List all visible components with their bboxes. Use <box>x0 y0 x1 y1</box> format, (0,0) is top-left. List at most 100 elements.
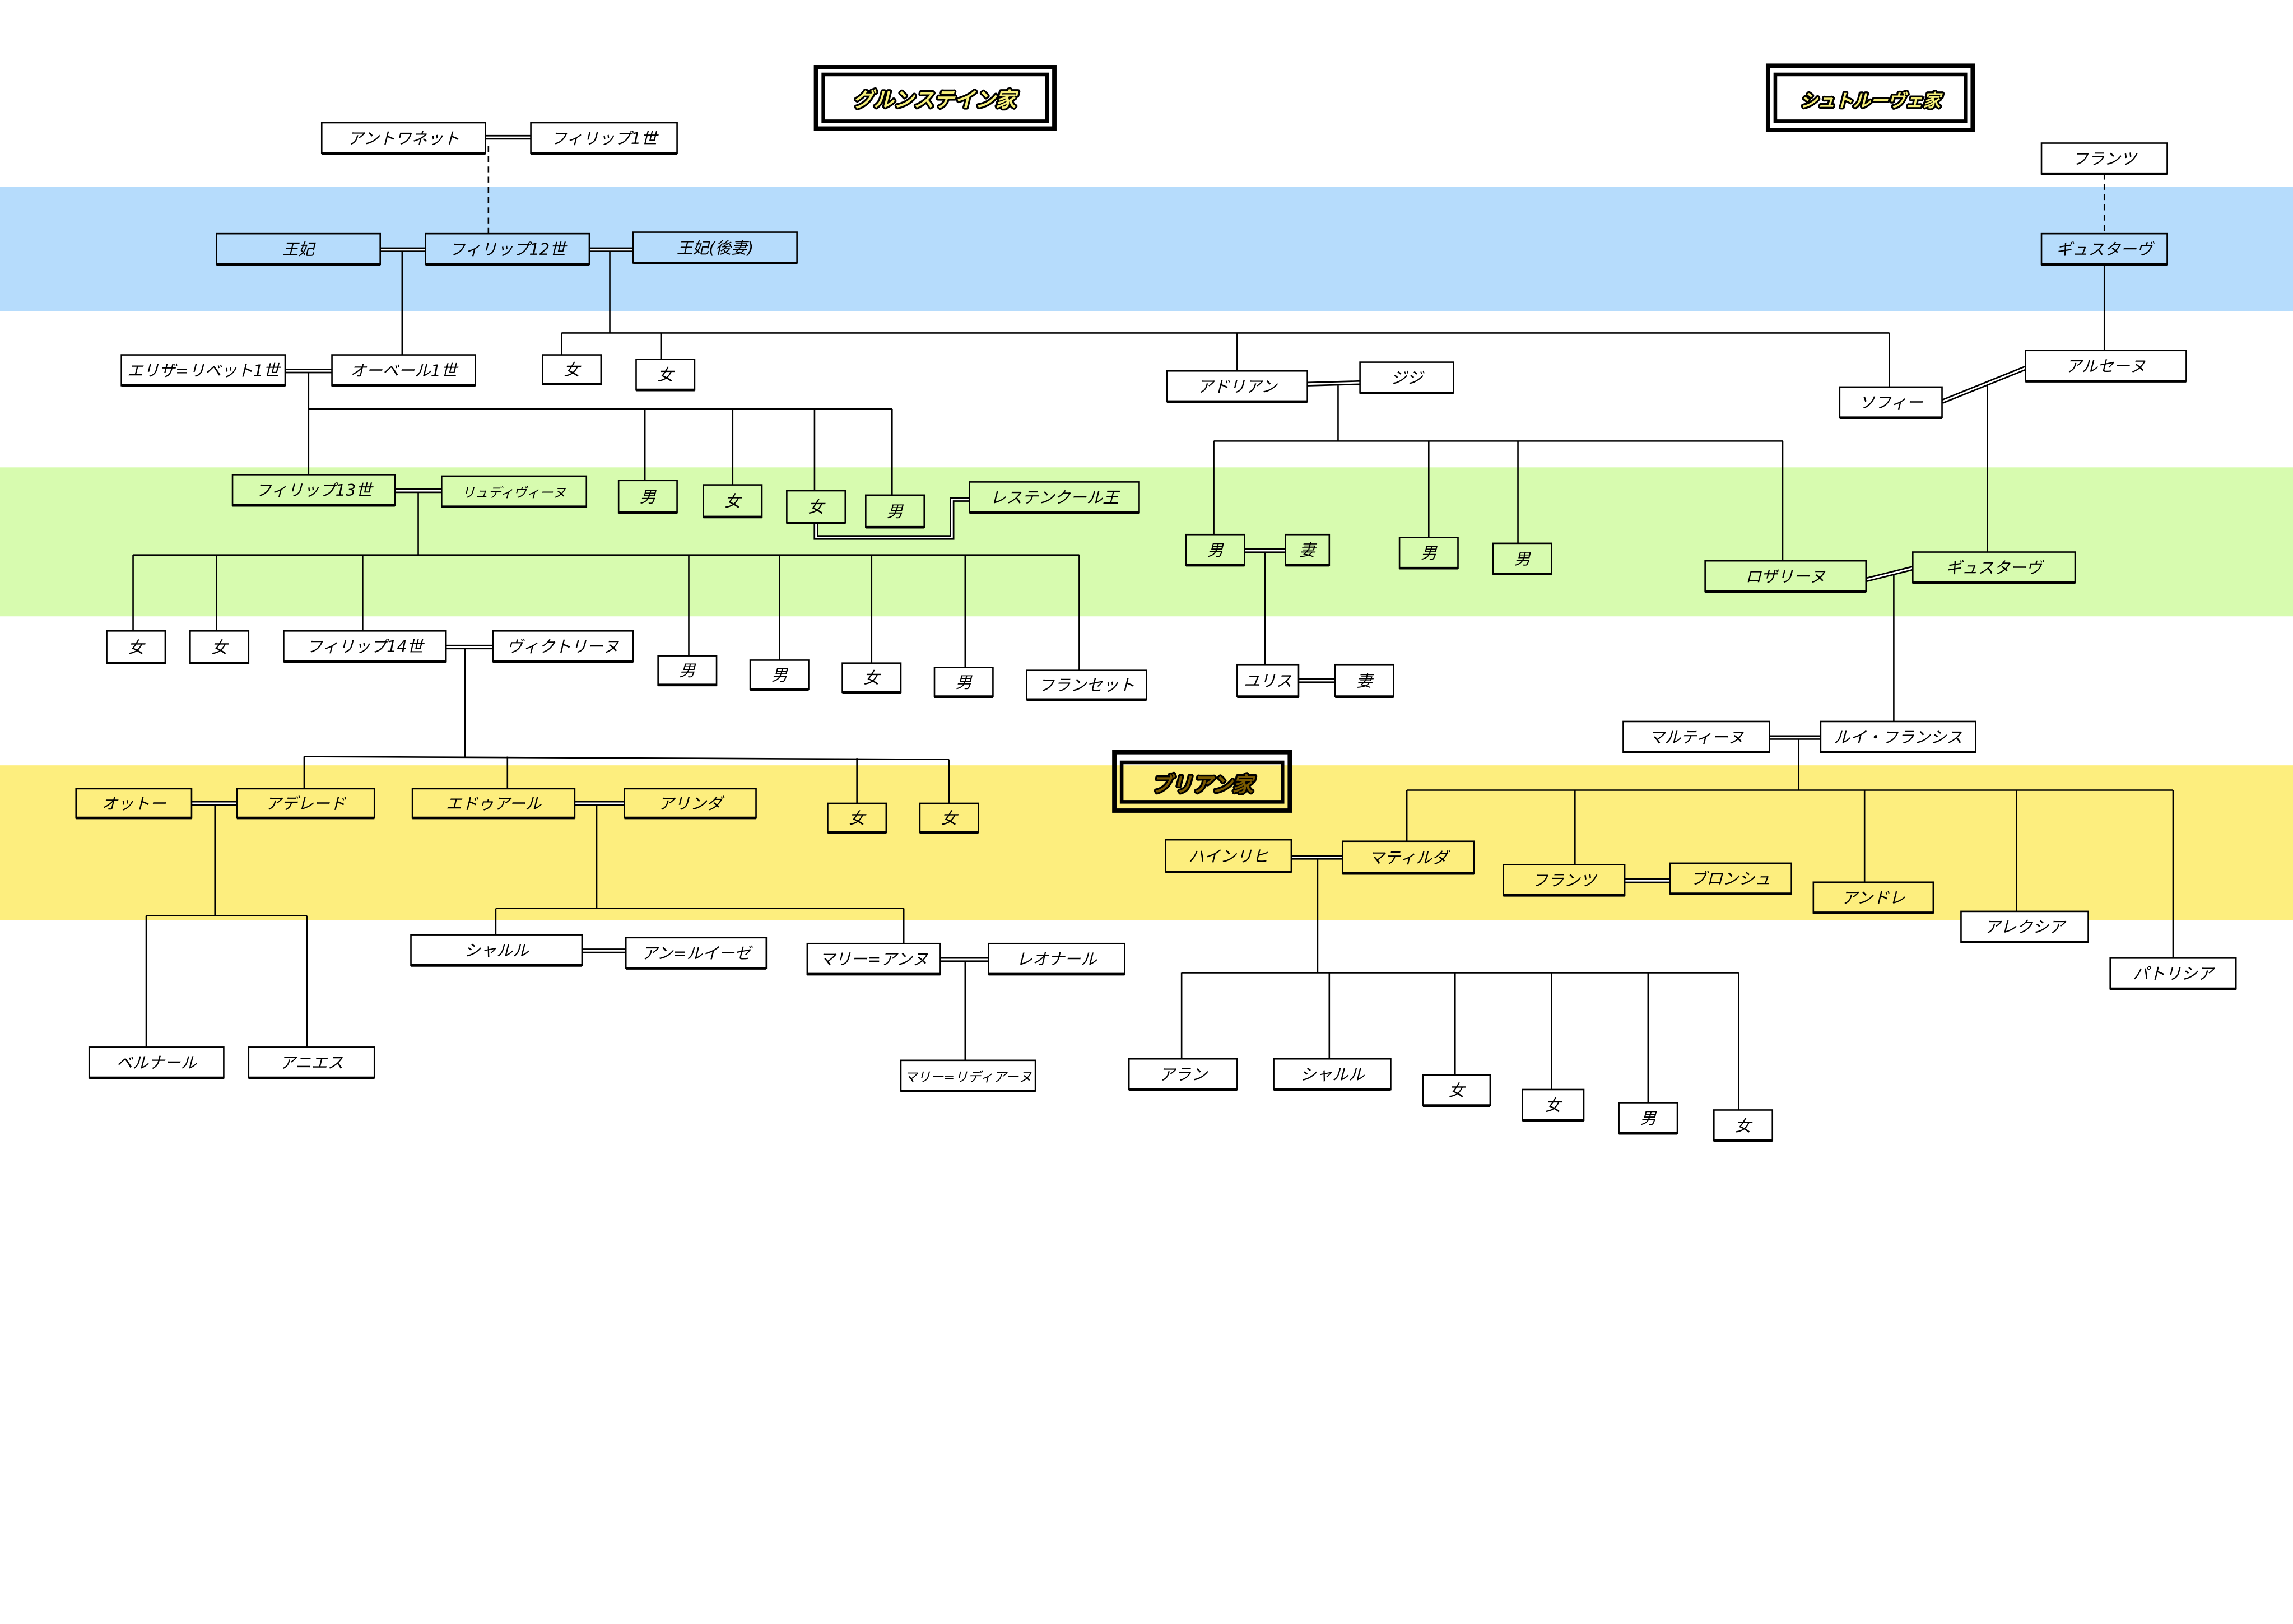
person-box <box>657 655 718 686</box>
person-node-elisabeth1[interactable]: エリザ=リベット1世 <box>120 354 286 387</box>
person-name: アン=ルイーゼ <box>641 944 753 963</box>
person-node-andre[interactable]: アンドレ <box>1812 881 1934 914</box>
person-name: 妻 <box>1356 671 1374 690</box>
person-node-sophie[interactable]: ソフィー <box>1839 386 1943 420</box>
person-node-a-d2[interactable]: 女 <box>786 490 846 524</box>
person-name: 王妃 <box>282 240 317 259</box>
person-name: 男 <box>680 661 696 680</box>
person-node-francette[interactable]: フランセット <box>1026 669 1147 701</box>
person-node-mathilda[interactable]: マティルダ <box>1341 840 1475 875</box>
person-node-philippe13[interactable]: フィリップ13世 <box>231 474 396 507</box>
person-box <box>1026 669 1147 701</box>
person-node-gustave2[interactable]: ギュスターヴ <box>1912 551 2076 584</box>
person-node-bernard[interactable]: ベルナール <box>88 1046 225 1079</box>
person-box <box>1341 840 1475 874</box>
person-node-queen1[interactable]: 王妃 <box>216 232 381 266</box>
person-name: 男 <box>887 502 904 521</box>
person-node-p13-s1[interactable]: 男 <box>657 655 718 687</box>
person-node-adelaide[interactable]: アデレード <box>236 788 375 820</box>
person-name: レステンクール王 <box>990 488 1120 507</box>
house-title-struve: シュトルーヴェ家 <box>1765 63 1975 132</box>
person-name: ハインリヒ <box>1188 846 1268 865</box>
person-box <box>919 802 979 834</box>
person-node-franz-b[interactable]: フランツ <box>1503 864 1626 897</box>
person-node-anne-louise[interactable]: アン=ルイーゼ <box>625 937 768 970</box>
person-node-louis-francis[interactable]: ルイ・フランシス <box>1820 720 1976 754</box>
person-node-p13-d3[interactable]: 女 <box>841 662 902 694</box>
person-name: 女 <box>863 668 881 687</box>
person-node-arinda[interactable]: アリンダ <box>624 788 757 820</box>
person-node-alexia[interactable]: アレクシア <box>1960 910 2089 943</box>
person-node-philippe12[interactable]: フィリップ12世 <box>425 232 590 266</box>
person-node-p13-d2[interactable]: 女 <box>189 630 250 665</box>
person-node-p14-d1[interactable]: 女 <box>827 802 887 834</box>
person-node-antoinette[interactable]: アントワネット <box>320 122 486 155</box>
person-node-h-s1[interactable]: 男 <box>1618 1102 1678 1135</box>
person-node-gigi[interactable]: ジジ <box>1359 361 1454 394</box>
person-node-p13-s2[interactable]: 男 <box>749 659 810 691</box>
person-node-lestencourt[interactable]: レステンクール王 <box>969 481 1140 514</box>
person-node-h-d1[interactable]: 女 <box>1422 1074 1491 1108</box>
person-box <box>283 630 447 663</box>
person-node-ludivine[interactable]: リュディヴィーヌ <box>441 475 588 509</box>
person-node-ad-s1[interactable]: 男 <box>1185 533 1245 567</box>
person-node-ad-s2[interactable]: 男 <box>1398 537 1459 570</box>
person-node-heinrich[interactable]: ハインリヒ <box>1165 839 1292 873</box>
person-node-a-s1[interactable]: 男 <box>617 480 678 514</box>
person-node-agnes[interactable]: アニエス <box>248 1046 375 1079</box>
person-node-ad-s1-wife[interactable]: 妻 <box>1285 533 1331 567</box>
person-node-ad-s3[interactable]: 男 <box>1492 542 1552 575</box>
person-name: 女 <box>1545 1096 1563 1115</box>
person-name: リュディヴィーヌ <box>462 485 566 501</box>
person-node-philippe1[interactable]: フィリップ1世 <box>530 122 678 155</box>
person-node-philippe14[interactable]: フィリップ14世 <box>283 630 447 663</box>
person-name: アレクシア <box>1984 918 2067 937</box>
person-node-martine[interactable]: マルティーヌ <box>1622 720 1770 754</box>
person-node-f12-d2[interactable]: 女 <box>635 359 696 392</box>
person-node-leonard[interactable]: レオナール <box>988 942 1125 976</box>
person-name: 男 <box>771 666 788 685</box>
person-node-a-s2[interactable]: 男 <box>865 494 925 529</box>
person-name: 男 <box>1207 541 1224 560</box>
person-node-victorine[interactable]: ヴィクトリーヌ <box>492 630 634 663</box>
person-node-arsene[interactable]: アルセーヌ <box>2025 350 2187 383</box>
person-node-charles1[interactable]: シャルル <box>410 934 583 967</box>
person-box <box>703 484 763 518</box>
person-box <box>1522 1088 1585 1122</box>
person-box <box>624 788 757 819</box>
person-name: アドリアン <box>1197 377 1278 396</box>
person-node-charles2[interactable]: シャルル <box>1273 1058 1392 1091</box>
marriage-connector-gap <box>1307 381 1360 385</box>
person-node-f12-d1[interactable]: 女 <box>542 354 602 386</box>
person-box <box>231 474 396 506</box>
person-node-gustave1[interactable]: ギュスターヴ <box>2040 232 2168 266</box>
person-node-ulysse-wife[interactable]: 妻 <box>1334 663 1394 698</box>
person-node-rosaline[interactable]: ロザリーヌ <box>1704 560 1867 593</box>
person-node-patricia[interactable]: パトリシア <box>2109 957 2237 990</box>
person-node-ulysse[interactable]: ユリス <box>1236 663 1300 698</box>
person-node-marie-lidiane[interactable]: マリー=リディアーヌ <box>900 1059 1036 1092</box>
person-node-p14-d2[interactable]: 女 <box>919 802 979 834</box>
person-node-alain[interactable]: アラン <box>1128 1058 1238 1091</box>
person-box <box>1812 881 1934 914</box>
person-node-edouard[interactable]: エドゥアール <box>411 788 576 820</box>
person-node-adrian[interactable]: アドリアン <box>1166 370 1308 403</box>
person-name: レオナール <box>1016 950 1097 969</box>
person-node-aubert1[interactable]: オーベール1世 <box>331 354 476 387</box>
person-node-franz-s[interactable]: フランツ <box>2040 142 2168 175</box>
person-node-otto[interactable]: オットー <box>75 788 193 820</box>
person-name: アデレード <box>266 794 347 813</box>
person-name: 男 <box>640 487 657 506</box>
person-name: ギュスターヴ <box>2056 240 2155 259</box>
person-box <box>492 630 634 663</box>
person-node-queen2[interactable]: 王妃(後妻) <box>632 231 798 264</box>
person-node-p13-d1[interactable]: 女 <box>106 630 166 665</box>
person-node-marie-anne[interactable]: マリー=アンヌ <box>806 942 941 976</box>
person-node-a-d1[interactable]: 女 <box>703 484 763 519</box>
person-name: 女 <box>1449 1081 1467 1100</box>
person-node-p13-s3[interactable]: 男 <box>933 667 994 698</box>
person-node-blanche[interactable]: ブロンシュ <box>1669 862 1792 895</box>
person-node-h-d2[interactable]: 女 <box>1522 1088 1585 1122</box>
person-node-h-d3[interactable]: 女 <box>1713 1109 1774 1142</box>
